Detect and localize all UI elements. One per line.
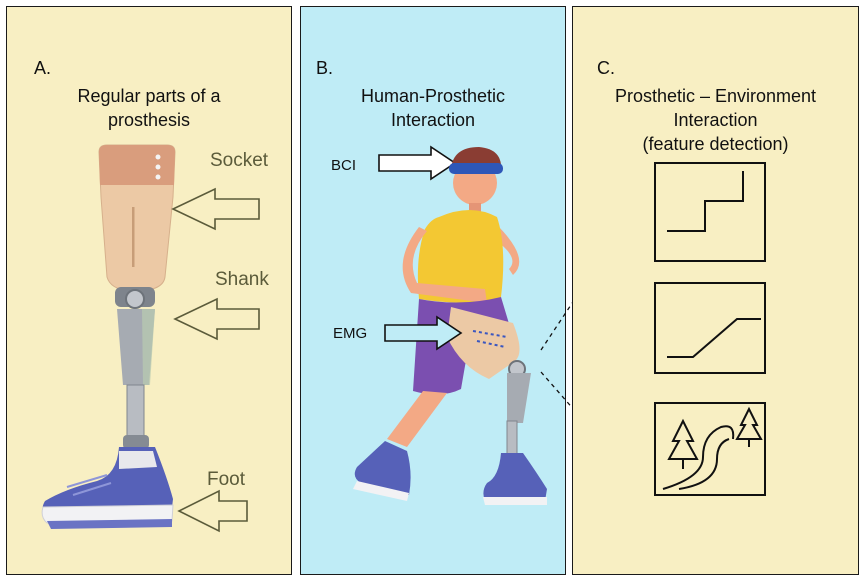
panel-c-title-line1: Prosthetic – Environment: [614, 86, 817, 106]
shank-icon: [115, 287, 155, 449]
panel-c-letter: C.: [597, 58, 615, 78]
panel-b-title-line1: Human-Prosthetic: [360, 86, 506, 106]
prosthetic-leg-illustration: [41, 144, 260, 533]
shank-arrow-icon: [173, 297, 260, 341]
prosthetic-socket-icon: [447, 307, 520, 379]
prosthetic-shank-icon: [506, 360, 531, 456]
tree-icon: [735, 406, 763, 447]
shank-label: Shank: [215, 269, 269, 290]
panel-b-title-line2: Interaction: [390, 110, 476, 130]
foot-arrow-icon: [177, 489, 248, 533]
socket-label: Socket: [210, 150, 269, 171]
bci-headband-icon: [449, 163, 503, 174]
ramp-icon: [654, 282, 766, 374]
trail-with-trees-icon: [654, 402, 766, 496]
panel-b-human-prosthetic: B. Human-Prosthetic Interaction: [300, 6, 566, 575]
emg-label: EMG: [333, 325, 368, 342]
running-person-illustration: [353, 145, 547, 505]
tree-icon: [667, 418, 699, 469]
back-shoe-icon: [354, 441, 411, 495]
bci-arrow-icon: [378, 145, 457, 181]
panel-a-letter: A.: [34, 58, 52, 78]
foot-icon: [41, 447, 174, 529]
front-shoe-icon: [483, 453, 547, 501]
shirt-icon: [417, 210, 504, 303]
panel-a-title-line2: prosthesis: [107, 110, 191, 130]
socket-icon: [98, 144, 176, 292]
emg-arrow-icon: [384, 315, 463, 351]
feature-detection-boxes: [654, 162, 766, 496]
panel-c-title-line3: (feature detection): [642, 134, 789, 154]
foot-label: Foot: [207, 469, 246, 490]
socket-arrow-icon: [171, 187, 260, 231]
panel-a-title-line1: Regular parts of a: [77, 86, 221, 106]
panel-c-environment: C. Prosthetic – Environment Interaction …: [572, 6, 859, 575]
panel-b-letter: B.: [316, 58, 334, 78]
panel-c-title-line2: Interaction: [673, 110, 758, 130]
bci-label: BCI: [331, 157, 357, 174]
stairs-icon: [654, 162, 766, 262]
head-icon: [449, 147, 503, 217]
panel-a-regular-parts: A. Regular parts of a prosthesis: [6, 6, 292, 575]
